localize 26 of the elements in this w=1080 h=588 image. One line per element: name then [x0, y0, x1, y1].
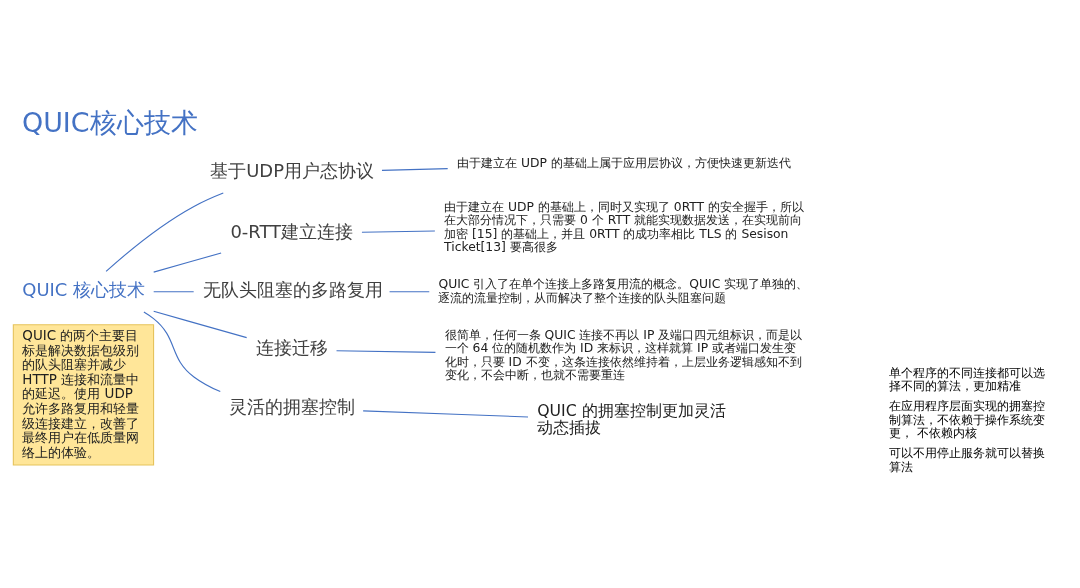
connector — [143, 310, 221, 392]
connector — [153, 290, 195, 292]
connector — [153, 310, 248, 338]
connector — [335, 349, 436, 353]
connector — [105, 191, 224, 272]
label: 可以不用停止服务就可以替换算法 — [888, 445, 1045, 474]
node-text: QUIC 核心技术 — [22, 278, 146, 300]
diagram-title: QUIC核心技术 — [22, 106, 198, 138]
node-text: QUIC 的拥塞控制更加灵活 动态插拔 — [537, 400, 726, 437]
node-text: 由于建立在 UDP 的基础上，同时又实现了 0RTT 的安全握手，所以在大部分情况下，只需要 0 个 RTT 就能实现数据发送，在实现前向加密 [15] 的基础上，并且 0RTT 的成功率相比 TLS 的 Sesison Ticket[13] 要高很多 — [444, 199, 805, 254]
connector — [362, 409, 529, 417]
node-text: 由于建立在 UDP 的基础上属于应用层协议，方便快速更新迭代 — [456, 155, 791, 170]
node-text: 0-RTT建立连接 — [230, 220, 354, 242]
node-text: 基于UDP用户态协议 — [210, 159, 374, 181]
label: 单个程序的不同连接都可以选择不同的算法，更加精准 — [888, 365, 1045, 393]
connector — [153, 251, 222, 273]
node-text: 连接迁移 — [255, 336, 328, 358]
node-box: QUIC 的两个主要目标是解决数据包级别的队头阻塞并减少 HTTP 连接和流量中的延迟。使用 UDP 允许多路复用和轻量级连接建立，改善了最终用户在低质量网络上的体验。 — [12, 323, 155, 466]
connector — [389, 290, 430, 292]
node-text: 灵活的拥塞控制 — [229, 395, 356, 417]
connector — [361, 229, 436, 233]
label: 在应用程序层面实现的拥塞控制算法，不依赖于操作系统变更， 不依赖内核 — [888, 398, 1045, 440]
node-text: QUIC 引入了在单个连接上多路复用流的概念。QUIC 实现了单独的、逐流的流量控制，从而解决了整个连接的队头阻塞问题 — [438, 276, 809, 305]
node-text: 很简单，任何一条 QUIC 连接不再以 IP 及端口四元组标识，而是以一个 64 位的随机数作为 ID 来标识，这样就算 IP 或者端口发生变化时，只要 ID 不变，这条连接依然维持着，上层业务逻辑感知不到变化，不会中断，也就不需要重连 — [444, 327, 803, 382]
node-text: 无队头阻塞的多路复用 — [202, 278, 383, 300]
connector — [381, 167, 449, 171]
